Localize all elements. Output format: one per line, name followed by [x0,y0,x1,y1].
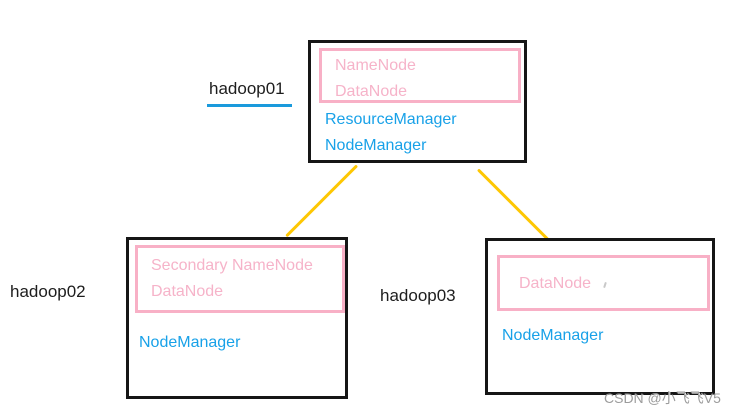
role-nodemanager: NodeManager [325,137,427,154]
role-resourcemanager: ResourceManager [325,111,457,128]
hadoop01-underline [207,104,292,107]
stray-tick-mark [603,281,607,289]
role-datanode: DataNode [335,83,408,100]
node-box-hadoop01: NameNode DataNode ResourceManager NodeMa… [308,40,527,163]
role-nodemanager: NodeManager [139,334,241,351]
role-datanode: DataNode [151,283,224,300]
hdfs-roles-box-hadoop02: Secondary NameNode DataNode [135,245,345,313]
node-box-hadoop02: Secondary NameNode DataNode NodeManager [126,237,348,399]
role-datanode: DataNode [519,275,592,292]
node-box-hadoop03: DataNode NodeManager [485,238,715,395]
host-label-hadoop01: hadoop01 [209,79,285,98]
role-nodemanager: NodeManager [502,327,604,344]
csdn-watermark: CSDN @小飞飞V5 [604,390,721,406]
connector-hadoop01-hadoop03 [476,168,550,241]
hdfs-roles-box-hadoop03: DataNode [497,255,710,311]
connector-hadoop01-hadoop02 [285,164,359,238]
role-secondary-namenode: Secondary NameNode [151,257,313,274]
hdfs-roles-box-hadoop01: NameNode DataNode [319,48,521,103]
host-label-hadoop03: hadoop03 [380,286,456,305]
host-label-hadoop02: hadoop02 [10,282,86,301]
role-namenode: NameNode [335,57,416,74]
